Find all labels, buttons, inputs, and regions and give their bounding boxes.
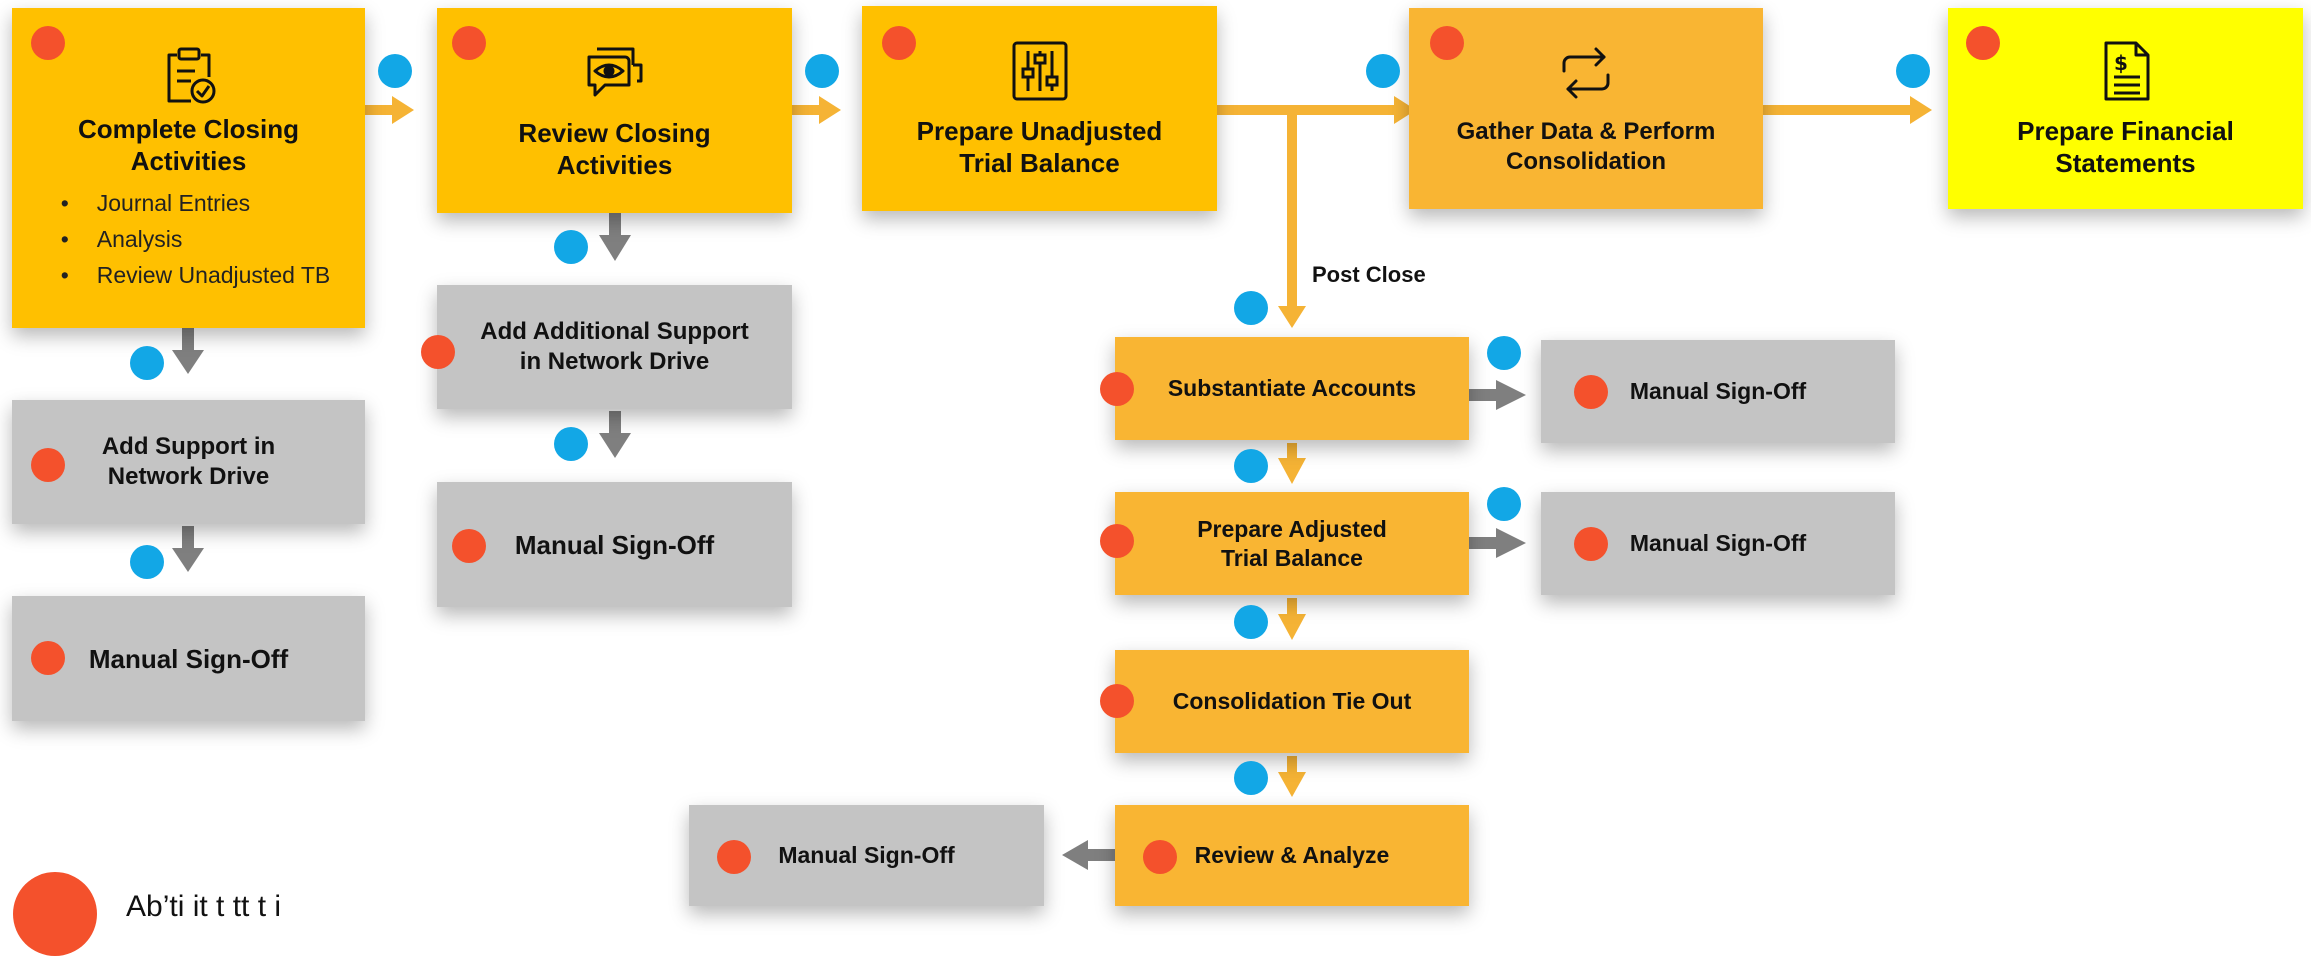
blue-marker (1234, 605, 1268, 639)
blue-marker (1234, 761, 1268, 795)
blue-marker (130, 346, 164, 380)
red-marker (1574, 527, 1608, 561)
consolidation-tie-out-box: Consolidation Tie Out (1115, 650, 1469, 753)
manual-signoff-col1-box: Manual Sign-Off (12, 596, 365, 721)
manual-signoff-col1-title: Manual Sign-Off (88, 643, 289, 674)
add-additional-support-box: Add Additional Support in Network Drive (437, 285, 792, 409)
blue-marker (1487, 487, 1521, 521)
orange-connectors (365, 96, 1932, 797)
post-close-label: Post Close (1312, 262, 1426, 287)
sliders-icon (1012, 41, 1067, 100)
bullet-review-unadjusted-tb: Review Unadjusted TB (61, 257, 331, 293)
bullet-analysis: Analysis (61, 221, 331, 257)
blue-marker (378, 54, 412, 88)
prepare-unadjusted-trial-balance-box: Prepare Unadjusted Trial Balance (862, 6, 1217, 211)
add-additional-support-title: Add Additional Support in Network Drive (480, 318, 749, 375)
prepare-adjusted-title: Prepare Adjusted Trial Balance (1197, 515, 1387, 571)
blue-marker (1487, 336, 1521, 370)
complete-closing-title: Complete Closing Activities (77, 114, 299, 176)
review-closing-title: Review Closing Activities (518, 117, 711, 180)
legend-text: Ab’ti it t tt t i (126, 890, 282, 923)
add-support-network-drive-box: Add Support in Network Drive (12, 400, 365, 524)
add-support-network-title: Add Support in Network Drive (101, 433, 276, 490)
red-marker (717, 840, 751, 874)
red-marker (1574, 375, 1608, 409)
red-marker (1100, 524, 1134, 558)
substantiate-accounts-title: Substantiate Accounts (1167, 375, 1417, 401)
prepare-financial-statements-box: $ Prepare Financial Statements (1948, 8, 2303, 209)
exchange-arrows-icon (1562, 47, 1610, 98)
red-marker (421, 335, 455, 369)
svg-text:$: $ (2114, 51, 2128, 75)
red-marker (31, 26, 65, 60)
manual-signoff-review-title: Manual Sign-Off (778, 842, 955, 868)
red-marker (1100, 372, 1134, 406)
gray-connectors (172, 213, 1526, 870)
manual-signoff-substantiate-title: Manual Sign-Off (1629, 378, 1807, 404)
red-marker (1100, 684, 1134, 718)
prepare-unadjusted-title: Prepare Unadjusted Trial Balance (916, 115, 1163, 178)
blue-marker (554, 230, 588, 264)
substantiate-accounts-box: Substantiate Accounts (1115, 337, 1469, 440)
bullet-journal-entries: Journal Entries (61, 185, 331, 221)
blue-marker (1234, 291, 1268, 325)
blue-marker (130, 545, 164, 579)
manual-signoff-col2-title: Manual Sign-Off (514, 529, 715, 560)
red-marker (31, 641, 65, 675)
prepare-adjusted-trial-balance-box: Prepare Adjusted Trial Balance (1115, 492, 1469, 595)
blue-marker (1234, 449, 1268, 483)
manual-signoff-col2-box: Manual Sign-Off (437, 482, 792, 607)
red-marker (452, 529, 486, 563)
blue-marker (1896, 54, 1930, 88)
red-marker (882, 26, 916, 60)
prepare-financial-title: Prepare Financial Statements (2017, 115, 2234, 178)
complete-closing-activities-box: Complete Closing Activities Journal Entr… (12, 8, 365, 328)
consolidation-tie-out-title: Consolidation Tie Out (1172, 688, 1412, 714)
closing-bullet-list: Journal Entries Analysis Review Unadjust… (47, 185, 331, 293)
red-marker (1143, 840, 1177, 874)
red-marker (452, 26, 486, 60)
gather-data-title: Gather Data & Perform Consolidation (1456, 117, 1716, 175)
manual-signoff-adjusted-title: Manual Sign-Off (1629, 530, 1807, 556)
blue-marker (1366, 54, 1400, 88)
dollar-document-icon: $ (2104, 41, 2149, 100)
red-marker (31, 448, 65, 482)
blue-marker (805, 54, 839, 88)
connector-lines (172, 96, 1932, 870)
blue-marker (554, 427, 588, 461)
clipboard-check-icon (167, 47, 215, 104)
review-analyze-title: Review & Analyze (1194, 842, 1390, 868)
legend-red-marker (13, 872, 97, 956)
red-marker (1430, 26, 1464, 60)
review-closing-activities-box: Review Closing Activities (437, 8, 792, 213)
gather-data-consolidation-box: Gather Data & Perform Consolidation (1409, 8, 1763, 209)
eye-chat-icon (587, 47, 642, 96)
red-marker (1966, 26, 2000, 60)
